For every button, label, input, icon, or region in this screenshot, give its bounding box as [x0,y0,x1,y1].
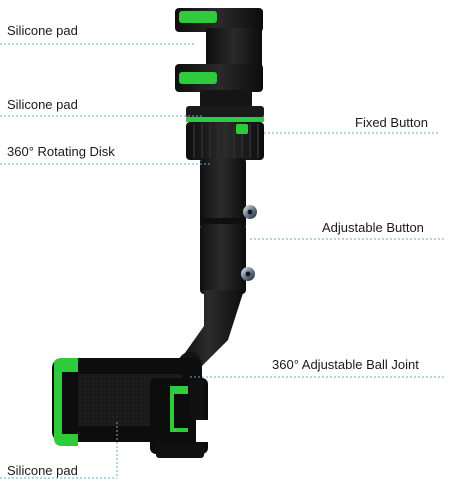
lower-arm [180,224,255,372]
label-silicone-pad-middle: Silicone pad [7,97,78,112]
top-silicone-pad-upper [179,11,217,23]
label-silicone-pad-top: Silicone pad [7,23,78,38]
upper-arm [200,158,257,226]
rotating-disk [186,106,264,160]
label-fixed-button: Fixed Button [355,115,428,130]
label-rotating-disk: 360° Rotating Disk [7,144,115,159]
bottom-clamp [52,358,216,458]
fixed-button-green-ring [186,117,264,122]
label-adjustable-button: Adjustable Button [322,220,424,235]
top-silicone-pad-lower [179,72,217,84]
label-ball-joint: 360° Adjustable Ball Joint [272,357,419,372]
leader-lines [0,43,446,479]
top-clamp [175,8,263,108]
label-silicone-pad-bottom: Silicone pad [7,463,78,478]
